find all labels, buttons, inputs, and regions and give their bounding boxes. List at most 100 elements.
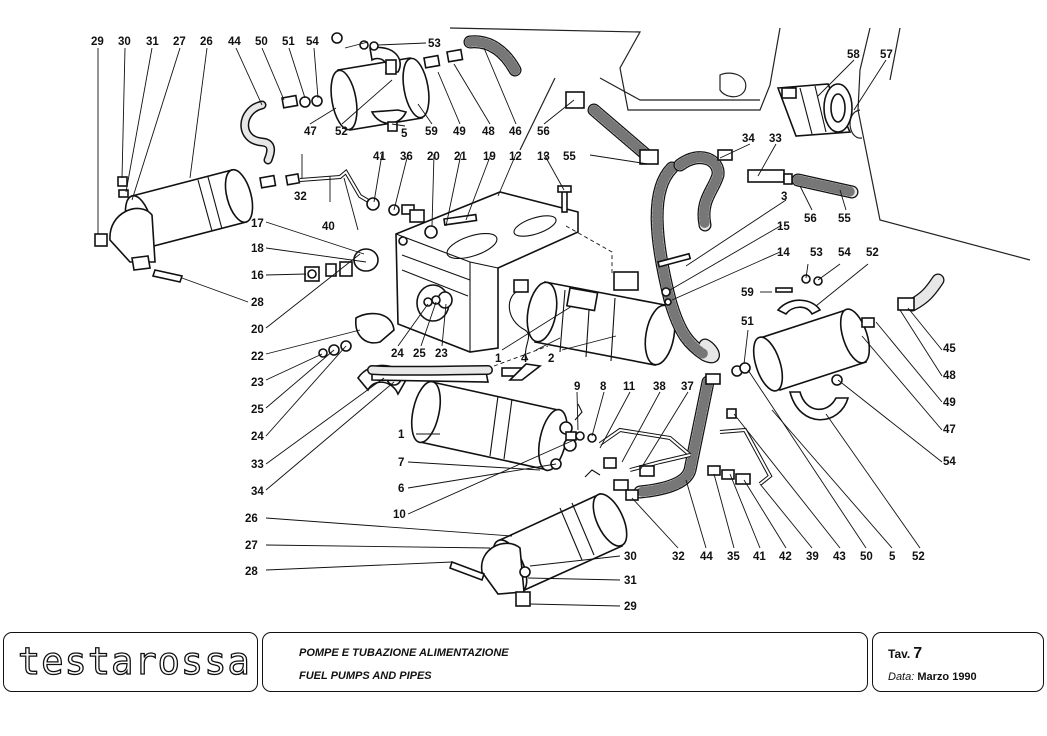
callout-29-bottom: 29 (624, 601, 637, 613)
callout-48-top: 48 (482, 126, 495, 138)
callout-52-bottom: 52 (912, 551, 925, 563)
callout-49-top: 49 (453, 126, 466, 138)
callout-15: 15 (777, 221, 790, 233)
callout-20-top: 20 (427, 151, 440, 163)
callout-47-right: 47 (943, 424, 956, 436)
callout-1-top: 1 (495, 353, 502, 365)
callout-39: 39 (806, 551, 819, 563)
callout-6: 6 (398, 483, 404, 495)
callout-49-right: 49 (943, 397, 956, 409)
callout-11: 11 (623, 381, 636, 393)
callout-50-bottom: 50 (860, 551, 873, 563)
callout-34-left: 34 (251, 486, 264, 498)
callout-41-bottom: 41 (753, 551, 766, 563)
left-fuel-pump (94, 168, 254, 283)
callout-43: 43 (833, 551, 846, 563)
callout-38: 38 (653, 381, 666, 393)
callout-55-top: 55 (563, 151, 576, 163)
callout-26-bottom: 26 (245, 513, 258, 525)
callout-32-top: 32 (294, 191, 307, 203)
callout-56-right: 56 (804, 213, 817, 225)
callout-26-top: 26 (200, 36, 213, 48)
callout-57: 57 (880, 49, 893, 61)
callout-46: 46 (509, 126, 522, 138)
callout-55-right: 55 (838, 213, 851, 225)
callout-5-bottom: 5 (889, 551, 896, 563)
callout-37: 37 (681, 381, 694, 393)
callout-23-left: 23 (251, 377, 264, 389)
title-italian: POMPE E TUBAZIONE ALIMENTAZIONE (299, 647, 509, 659)
callout-28-top: 28 (251, 297, 264, 309)
callout-21: 21 (454, 151, 467, 163)
callout-24-left: 24 (251, 431, 264, 443)
callout-20-left: 20 (251, 324, 264, 336)
callout-32-bottom: 32 (672, 551, 685, 563)
callout-19: 19 (483, 151, 496, 163)
callout-29-top: 29 (91, 36, 104, 48)
callout-27-bottom: 27 (245, 540, 258, 552)
date-label: Data: (888, 671, 915, 683)
callout-33-top: 33 (769, 133, 782, 145)
callout-10: 10 (393, 509, 406, 521)
callout-42: 42 (779, 551, 792, 563)
top-fuel-pump (330, 32, 430, 132)
callout-23-center: 23 (435, 348, 448, 360)
callout-52-right: 52 (866, 247, 879, 259)
callout-59-right: 59 (741, 287, 754, 299)
mounting-bracket (395, 191, 579, 353)
callout-24-center: 24 (391, 348, 404, 360)
bottom-fuel-pump (448, 469, 628, 607)
callout-5-top: 5 (401, 128, 408, 140)
date-row: Data: Marzo 1990 (888, 671, 977, 683)
callout-30-top: 30 (118, 36, 131, 48)
callout-28-bottom: 28 (245, 566, 258, 578)
callout-12: 12 (509, 151, 522, 163)
pipe-clamp-assembly (776, 83, 853, 137)
callout-22: 22 (251, 351, 264, 363)
main-fuel-pump (410, 380, 583, 472)
right-fuel-pump (726, 274, 871, 421)
callout-53-top: 53 (428, 38, 441, 50)
callout-numbers: 29 30 31 27 26 44 50 51 54 53 47 52 5 59… (91, 36, 956, 613)
reference-box: Tav.7 Data: Marzo 1990 (872, 632, 1044, 692)
callout-31-bottom: 31 (624, 575, 637, 587)
callout-58: 58 (847, 49, 860, 61)
callout-25-center: 25 (413, 348, 426, 360)
callout-25-left: 25 (251, 404, 264, 416)
date-value: Marzo 1990 (917, 671, 977, 683)
callout-14: 14 (777, 247, 790, 259)
callout-59-top: 59 (425, 126, 438, 138)
callout-9: 9 (574, 381, 580, 393)
tav-number: 7 (913, 645, 923, 662)
callout-51-top: 51 (282, 36, 295, 48)
exploded-parts-diagram: 29 30 31 27 26 44 50 51 54 53 47 52 5 59… (91, 27, 1031, 613)
callout-18: 18 (251, 243, 264, 255)
callout-54-right: 54 (838, 247, 851, 259)
callout-53-right: 53 (810, 247, 823, 259)
callout-47-top: 47 (304, 126, 317, 138)
callout-30-bottom: 30 (624, 551, 637, 563)
callout-7: 7 (398, 457, 404, 469)
callout-36: 36 (400, 151, 413, 163)
callout-8: 8 (600, 381, 607, 393)
callout-leaders (97, 41, 943, 607)
logo-box: testarossa (3, 632, 258, 692)
callout-34-top: 34 (742, 133, 755, 145)
callout-56-top: 56 (537, 126, 550, 138)
callout-33-left: 33 (251, 459, 264, 471)
callout-1-mid: 1 (398, 429, 405, 441)
callout-3: 3 (781, 191, 787, 203)
callout-44-bottom: 44 (700, 551, 713, 563)
testarossa-logo: testarossa (17, 639, 251, 683)
callout-45: 45 (943, 343, 956, 355)
callout-31-top: 31 (146, 36, 159, 48)
callout-17: 17 (251, 218, 264, 230)
callout-51-right: 51 (741, 316, 754, 328)
title-box: POMPE E TUBAZIONE ALIMENTAZIONE FUEL PUM… (262, 632, 868, 692)
fuel-pipes (299, 168, 773, 486)
callout-41-top: 41 (373, 151, 386, 163)
callout-44-top: 44 (228, 36, 241, 48)
callout-48-right: 48 (943, 370, 956, 382)
callout-13: 13 (537, 151, 550, 163)
